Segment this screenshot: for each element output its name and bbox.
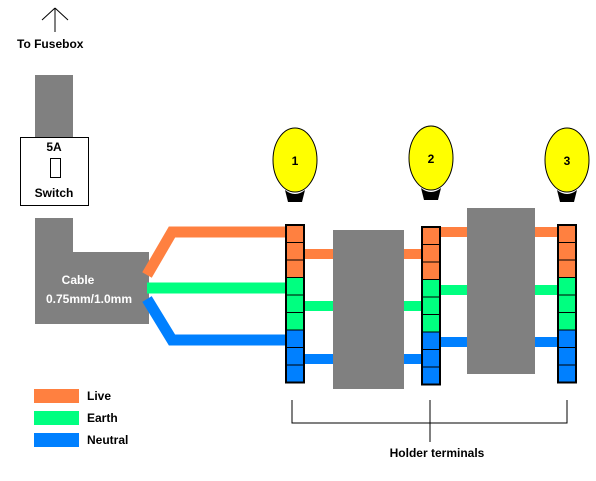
terminal-cell-live: [285, 242, 305, 261]
switch-label: Switch: [35, 186, 74, 200]
legend-earth-swatch: [34, 411, 79, 425]
terminal-cell-earth: [557, 277, 577, 296]
neutral-wire-main: [142, 296, 286, 346]
terminal-cell-live: [421, 226, 441, 245]
terminal-cell-neutral: [557, 347, 577, 366]
terminal-cell-earth: [557, 312, 577, 331]
terminal-strip-outline: [421, 226, 441, 386]
legend: Live Earth Neutral: [34, 389, 128, 447]
terminal-cell-earth: [285, 294, 305, 313]
earth-link-2-3a: [440, 285, 468, 295]
live-link-1-2b: [404, 249, 422, 259]
terminal-strip-3: [557, 224, 577, 384]
neutral-link-1-2a: [304, 354, 334, 364]
terminal-cell-earth: [421, 314, 441, 333]
terminal-cell-live: [557, 259, 577, 278]
terminal-cell-live: [557, 242, 577, 261]
terminal-strip-2: [421, 226, 441, 386]
cable-block-2-3: [467, 208, 535, 374]
fusebox-label: To Fusebox: [17, 37, 84, 51]
live-wire-main: [142, 226, 286, 278]
terminal-cell-live: [421, 261, 441, 280]
terminal-cell-neutral: [285, 347, 305, 366]
cable-label: Cable: [62, 273, 95, 287]
terminal-cell-earth: [421, 279, 441, 298]
live-link-1-2a: [304, 249, 334, 259]
legend-neutral-swatch: [34, 433, 79, 447]
supply-cable: [35, 75, 73, 137]
switch-toggle-icon: [50, 158, 61, 178]
terminal-cell-earth: [285, 312, 305, 331]
terminal-cell-neutral: [557, 364, 577, 383]
earth-link-2-3b: [534, 285, 558, 295]
bulb-3-number: 3: [564, 154, 571, 168]
terminal-strip-1: [285, 224, 305, 384]
terminal-cell-neutral: [421, 349, 441, 368]
legend-neutral-label: Neutral: [87, 433, 128, 447]
cable-size-label: 0.75mm/1.0mm: [46, 292, 132, 306]
up-arrow-icon: [41, 7, 69, 32]
live-link-2-3a: [440, 227, 468, 237]
neutral-link-1-2b: [404, 354, 422, 364]
bulb-3: 3: [544, 127, 590, 202]
terminal-cell-neutral: [285, 329, 305, 348]
legend-earth-label: Earth: [87, 411, 118, 425]
terminals-bracket: [291, 400, 568, 442]
bulb-2: 2: [408, 125, 454, 200]
terminal-cell-earth: [421, 296, 441, 315]
neutral-link-2-3a: [440, 337, 468, 347]
earth-link-1-2a: [304, 301, 334, 311]
bulb-1-number: 1: [292, 154, 299, 168]
terminal-cell-live: [285, 224, 305, 243]
legend-live-label: Live: [87, 389, 111, 403]
cable-block: [35, 252, 149, 324]
switch-box[interactable]: 5A Switch: [20, 137, 89, 206]
bulb-1: 1: [272, 127, 318, 202]
terminal-strip-outline: [557, 224, 577, 384]
earth-link-1-2b: [404, 301, 422, 311]
switch-out-cable: [35, 218, 73, 254]
terminal-cell-neutral: [421, 331, 441, 350]
bulb-2-number: 2: [428, 152, 435, 166]
terminal-cell-live: [557, 224, 577, 243]
terminal-cell-earth: [557, 294, 577, 313]
legend-live-swatch: [34, 389, 79, 403]
terminal-strip-outline: [285, 224, 305, 384]
terminal-cell-live: [421, 244, 441, 263]
terminal-cell-neutral: [557, 329, 577, 348]
terminal-cell-neutral: [285, 364, 305, 383]
terminal-cell-neutral: [421, 366, 441, 385]
cable-block-1-2: [333, 230, 404, 389]
switch-rating: 5A: [46, 140, 62, 154]
terminal-cell-earth: [285, 277, 305, 296]
neutral-link-2-3b: [534, 337, 558, 347]
terminal-cell-live: [285, 259, 305, 278]
live-link-2-3b: [534, 227, 558, 237]
holder-terminals-label: Holder terminals: [390, 446, 485, 460]
